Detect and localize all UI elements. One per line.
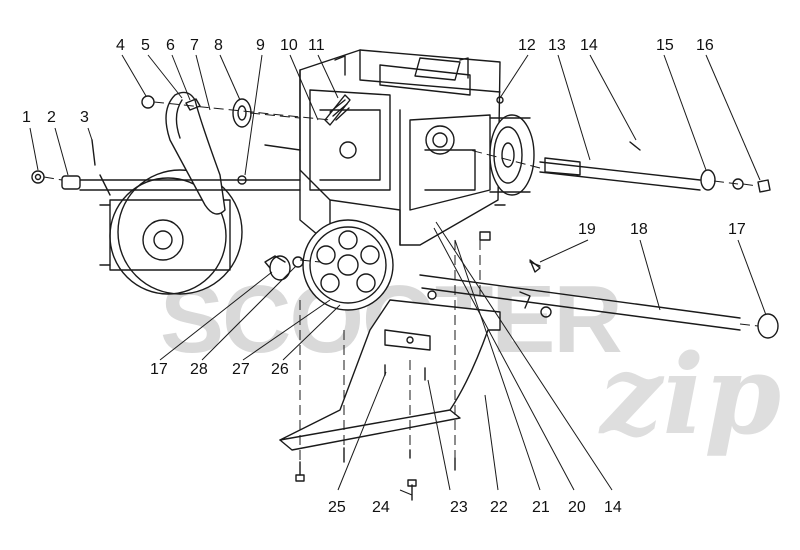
shaft-lower: [419, 261, 779, 339]
callout-number: 26: [271, 361, 289, 378]
callout-number: 14: [580, 37, 598, 54]
frame-housing: [299, 49, 504, 246]
callout-number: 19: [578, 221, 596, 238]
callout-number: 21: [532, 499, 550, 516]
callout-number: 25: [328, 499, 346, 516]
callout-number: 27: [232, 361, 250, 378]
callout-number: 8: [214, 37, 223, 54]
callout-number: 1: [22, 109, 31, 126]
bolts-bottom: [295, 364, 456, 501]
leader-lines: [29, 54, 767, 496]
callout-number: 12: [518, 37, 536, 54]
pulley-right: [489, 114, 535, 196]
callout-number: 7: [190, 37, 199, 54]
shaft-right: [539, 141, 771, 193]
small-parts-left: [31, 139, 96, 190]
bushings-left: [264, 255, 304, 281]
callout-number: 4: [116, 37, 125, 54]
callout-number: 3: [80, 109, 89, 126]
callout-number: 16: [696, 37, 714, 54]
callout-number: 14: [604, 499, 622, 516]
callout-number: 5: [141, 37, 150, 54]
callout-number: 17: [150, 361, 168, 378]
callout-number: 13: [548, 37, 566, 54]
belt-bracket: [165, 91, 226, 215]
fasteners: [427, 204, 552, 318]
watermark-logo-script: zip: [600, 330, 782, 459]
callout-number: 2: [47, 109, 56, 126]
callout-number: 10: [280, 37, 298, 54]
callout-number: 20: [568, 499, 586, 516]
callout-number: 15: [656, 37, 674, 54]
callout-number: 24: [372, 499, 390, 516]
callout-number: 11: [308, 37, 325, 54]
spring-parts: [264, 94, 351, 151]
callout-number: 18: [630, 221, 648, 238]
callout-number: 28: [190, 361, 208, 378]
callout-number: 17: [728, 221, 746, 238]
shaft-left: [79, 174, 301, 196]
callout-number: 23: [450, 499, 468, 516]
gear-wheel: [302, 219, 394, 311]
assembly-lines: [43, 101, 759, 462]
callout-number: 9: [256, 37, 265, 54]
callout-number: 6: [166, 37, 175, 54]
callout-number: 22: [490, 499, 508, 516]
skid-plate: [279, 299, 501, 451]
